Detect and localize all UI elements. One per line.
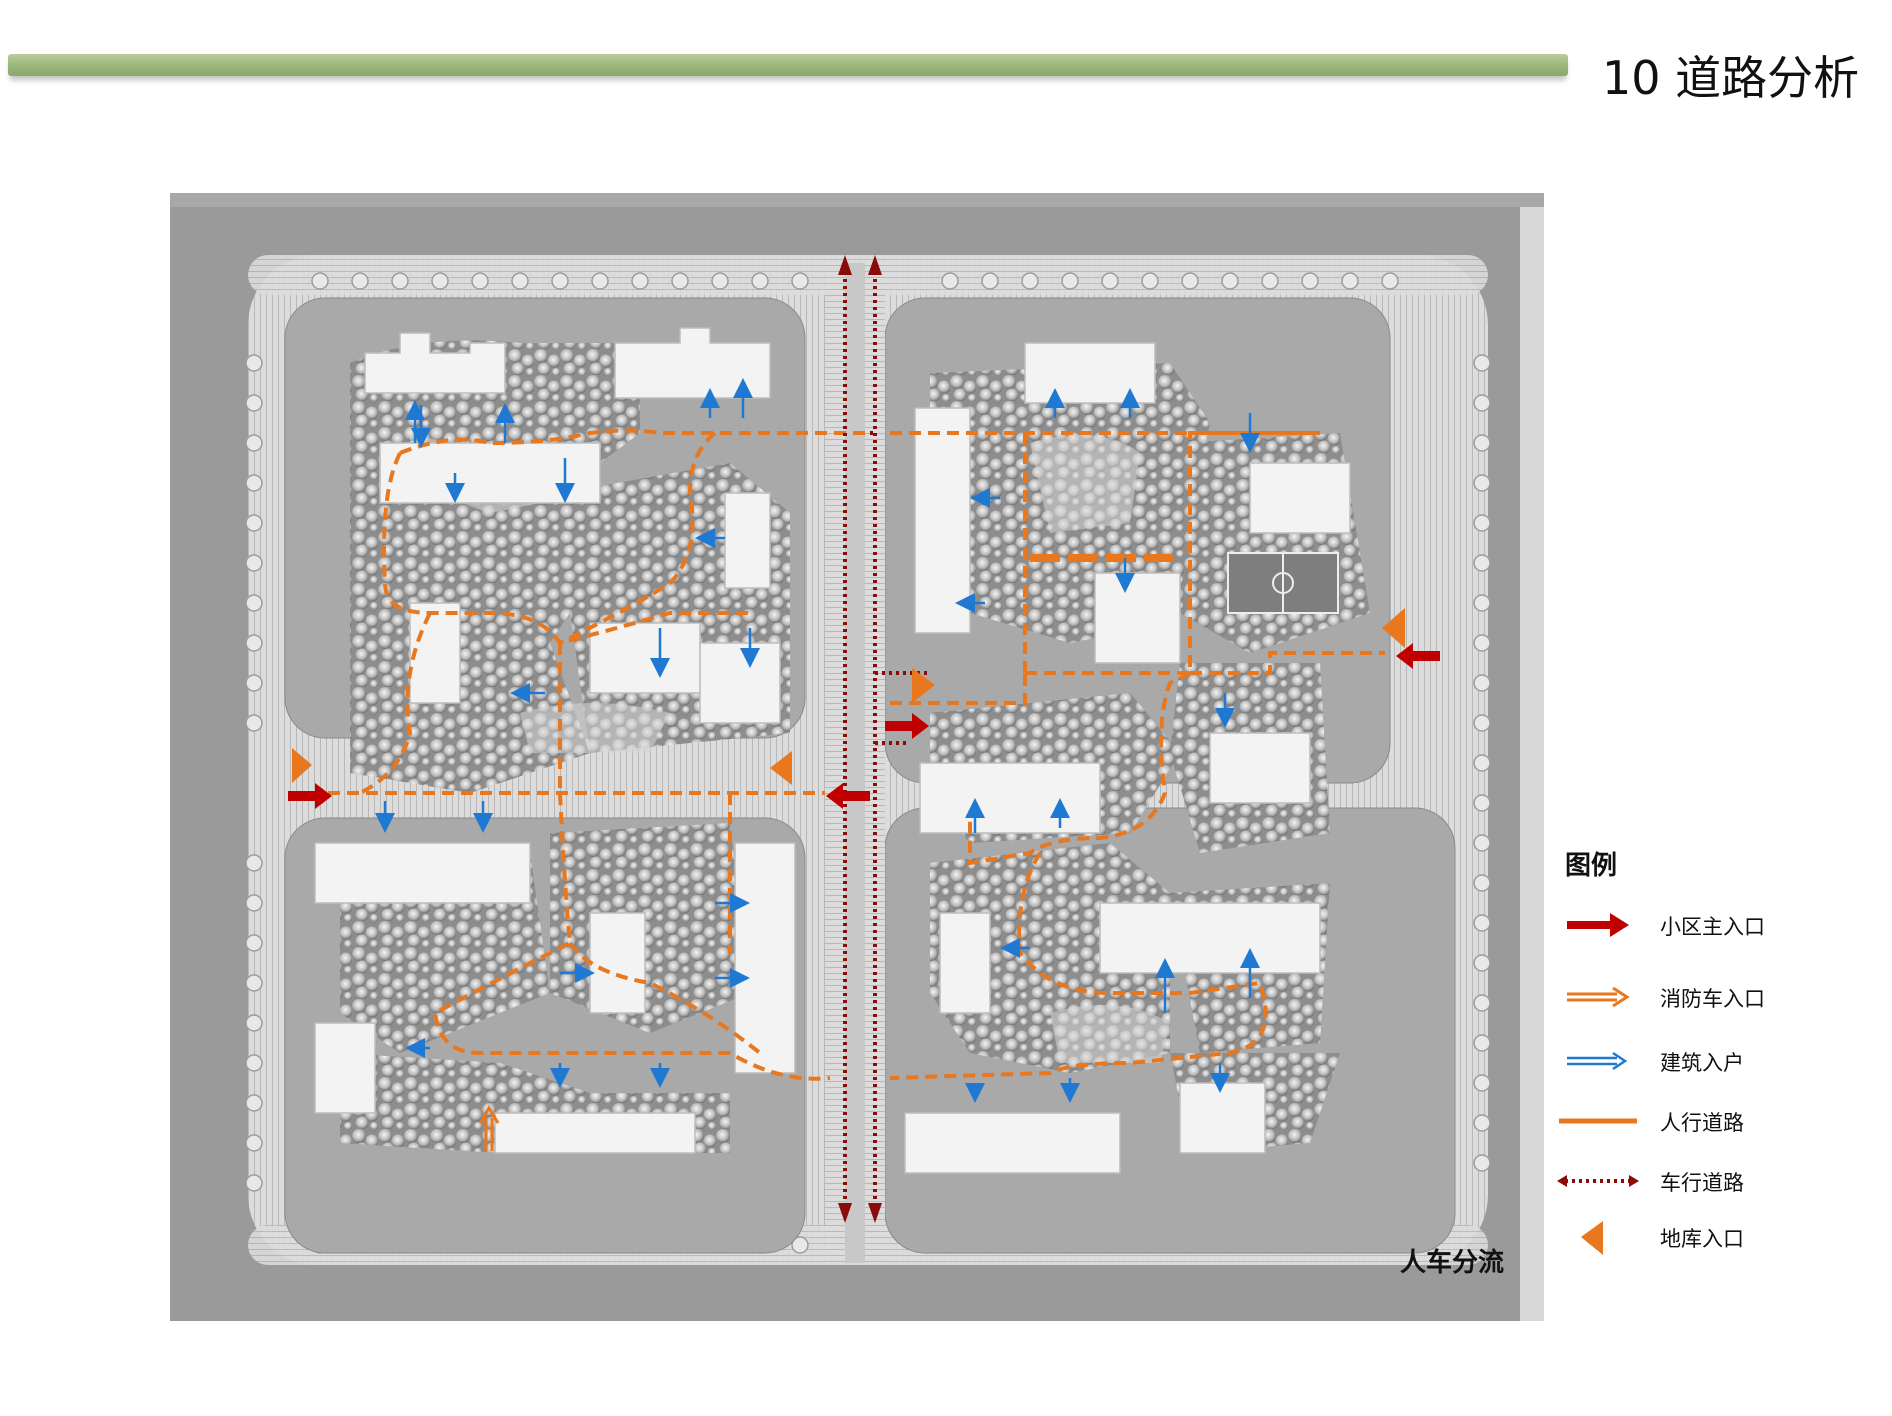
legend-item-building-entry: 建筑入户 (1545, 1041, 1885, 1081)
main-entrance-markers (288, 643, 1440, 809)
legend-item-main-entrance: 小区主入口 (1545, 905, 1885, 945)
fire-truck-arrow-icon (1567, 986, 1630, 1008)
legend-item-vehicle: 车行道路 (1545, 1161, 1885, 1201)
legend-title: 图例 (1565, 851, 1618, 881)
legend: 图例 小区主入口 消防车入口 建筑入户 人行道路 车行道路 (1545, 845, 1885, 1265)
building-entry-arrows (375, 378, 1260, 1103)
garage-entrance-markers (292, 608, 1405, 785)
residential-buildings (314, 327, 1351, 1174)
pedestrian-paths (290, 428, 1385, 1081)
vehicle-dotted-line-icon (1557, 1175, 1639, 1187)
basketball-court (1227, 552, 1339, 614)
legend-item-pedestrian: 人行道路 (1545, 1101, 1885, 1141)
fire-truck-entrance-marker (478, 1105, 500, 1151)
vehicle-road-arrowheads (838, 255, 882, 1223)
legend-item-garage: 地库入口 (1545, 1217, 1885, 1257)
page-title: 10 道路分析 (1602, 51, 1860, 105)
map-caption: 人车分流 (1400, 1248, 1505, 1278)
legend-label: 车行道路 (1660, 1171, 1744, 1195)
title-bar (8, 54, 1568, 76)
legend-label: 建筑入户 (1660, 1051, 1744, 1075)
vehicle-roads (843, 268, 930, 1213)
legend-label: 小区主入口 (1660, 915, 1765, 939)
main-entrance-arrow-icon (1567, 913, 1629, 937)
legend-label: 人行道路 (1660, 1111, 1744, 1135)
pedestrian-line-icon (1559, 1118, 1637, 1124)
legend-label: 消防车入口 (1660, 987, 1765, 1011)
site-plan-map (170, 193, 1544, 1321)
garage-triangle-icon (1581, 1221, 1603, 1255)
legend-label: 地库入口 (1660, 1227, 1744, 1251)
legend-item-fire-truck: 消防车入口 (1545, 977, 1885, 1017)
building-entry-arrow-icon (1567, 1051, 1628, 1071)
